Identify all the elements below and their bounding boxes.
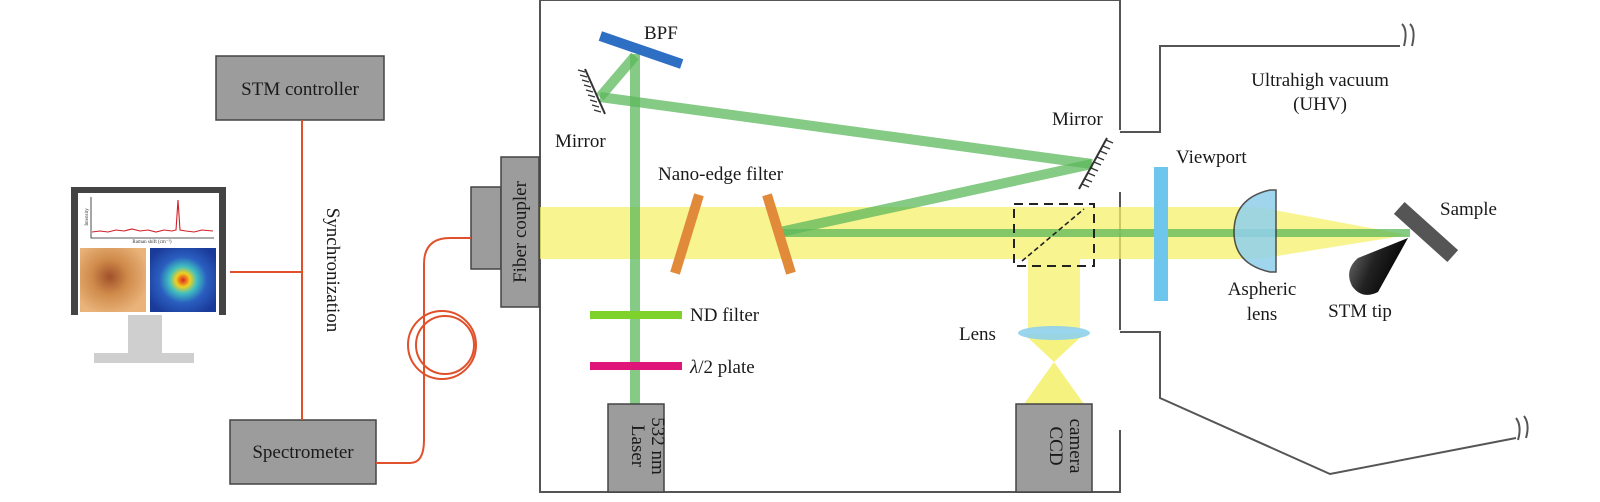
break-symbol-bottom xyxy=(1515,415,1529,441)
laser-label-line1: Laser xyxy=(627,425,648,468)
spectrum-xlabel: Raman shift (cm⁻¹) xyxy=(132,239,171,245)
ccd-camera-box: CCD camera xyxy=(1015,403,1093,493)
lens-label: Lens xyxy=(959,324,996,345)
sample-label: Sample xyxy=(1440,199,1497,220)
right-mirror-label: Mirror xyxy=(1052,109,1103,130)
aspheric-lens xyxy=(1233,189,1277,273)
fiber-coupler-label: Fiber coupler xyxy=(510,180,531,283)
nd-filter xyxy=(590,311,682,319)
left-mirror xyxy=(577,68,606,115)
ccd-label-line1: CCD xyxy=(1045,426,1066,465)
yellow-lens-cone xyxy=(1024,334,1084,362)
half-wave-plate xyxy=(590,362,682,370)
fiber-coil xyxy=(407,310,477,380)
beam-splitter xyxy=(1013,203,1095,267)
spectrum-trace xyxy=(91,199,214,233)
aspheric-lens-label-line1: Aspheric xyxy=(1228,279,1297,300)
monitor-stand-neck xyxy=(128,315,162,355)
uhv-label-line2: (UHV) xyxy=(1293,94,1347,115)
half-wave-plate-symbol: λ xyxy=(689,357,698,378)
half-wave-plate-label: λ/2 plate xyxy=(689,357,755,378)
raman-spectrum-plot: Intensity Raman shift (cm⁻¹) xyxy=(80,195,217,245)
aspheric-lens-label-line2: lens xyxy=(1247,304,1278,325)
spectrum-ylabel: Intensity xyxy=(85,208,90,226)
spectrometer-box: Spectrometer xyxy=(229,419,377,485)
stm-controller-label: STM controller xyxy=(241,79,359,100)
viewport-window xyxy=(1154,167,1168,301)
viewport-label: Viewport xyxy=(1176,147,1247,168)
half-wave-plate-text: /2 plate xyxy=(698,357,754,378)
bpf-filter xyxy=(598,31,684,69)
optical-fiber xyxy=(376,237,471,464)
stm-tip-label: STM tip xyxy=(1328,301,1392,322)
break-symbol-top xyxy=(1401,23,1415,47)
computer-monitor: Intensity Raman shift (cm⁻¹) xyxy=(71,187,226,363)
spectrum-axes xyxy=(90,197,214,239)
right-mirror xyxy=(1078,137,1114,190)
stm-topography-image xyxy=(80,248,146,312)
sample xyxy=(1393,201,1459,263)
nd-filter-label: ND filter xyxy=(690,305,760,326)
synchronization-label: Synchronization xyxy=(322,208,343,333)
left-mirror-label: Mirror xyxy=(555,131,606,152)
uhv-label-line1: Ultrahigh vacuum xyxy=(1251,70,1389,91)
spectrometer-label: Spectrometer xyxy=(252,442,354,463)
focusing-lens xyxy=(1018,326,1090,340)
nano-edge-filter-1 xyxy=(670,193,704,275)
nano-edge-filter-label: Nano-edge filter xyxy=(658,164,784,185)
bpf-label: BPF xyxy=(644,23,678,44)
stm-controller-box: STM controller xyxy=(215,55,385,121)
nano-edge-filter-2 xyxy=(762,193,796,275)
red-wiring xyxy=(230,120,477,464)
stm-tip xyxy=(1349,238,1408,295)
uhv-chamber xyxy=(1120,45,1517,476)
laser-532-box: Laser 532 nm xyxy=(607,403,668,493)
fiber-coil-inner xyxy=(415,315,475,375)
tip-enhanced-raman-map-image xyxy=(150,248,216,312)
laser-label-line2: 532 nm xyxy=(647,417,668,475)
fiber-coupler: Fiber coupler xyxy=(470,156,540,308)
ccd-label-line2: camera xyxy=(1065,419,1086,474)
yellow-camera-cone xyxy=(1024,362,1084,404)
yellow-down-beam xyxy=(1028,259,1080,329)
monitor-stand-base xyxy=(94,353,194,363)
